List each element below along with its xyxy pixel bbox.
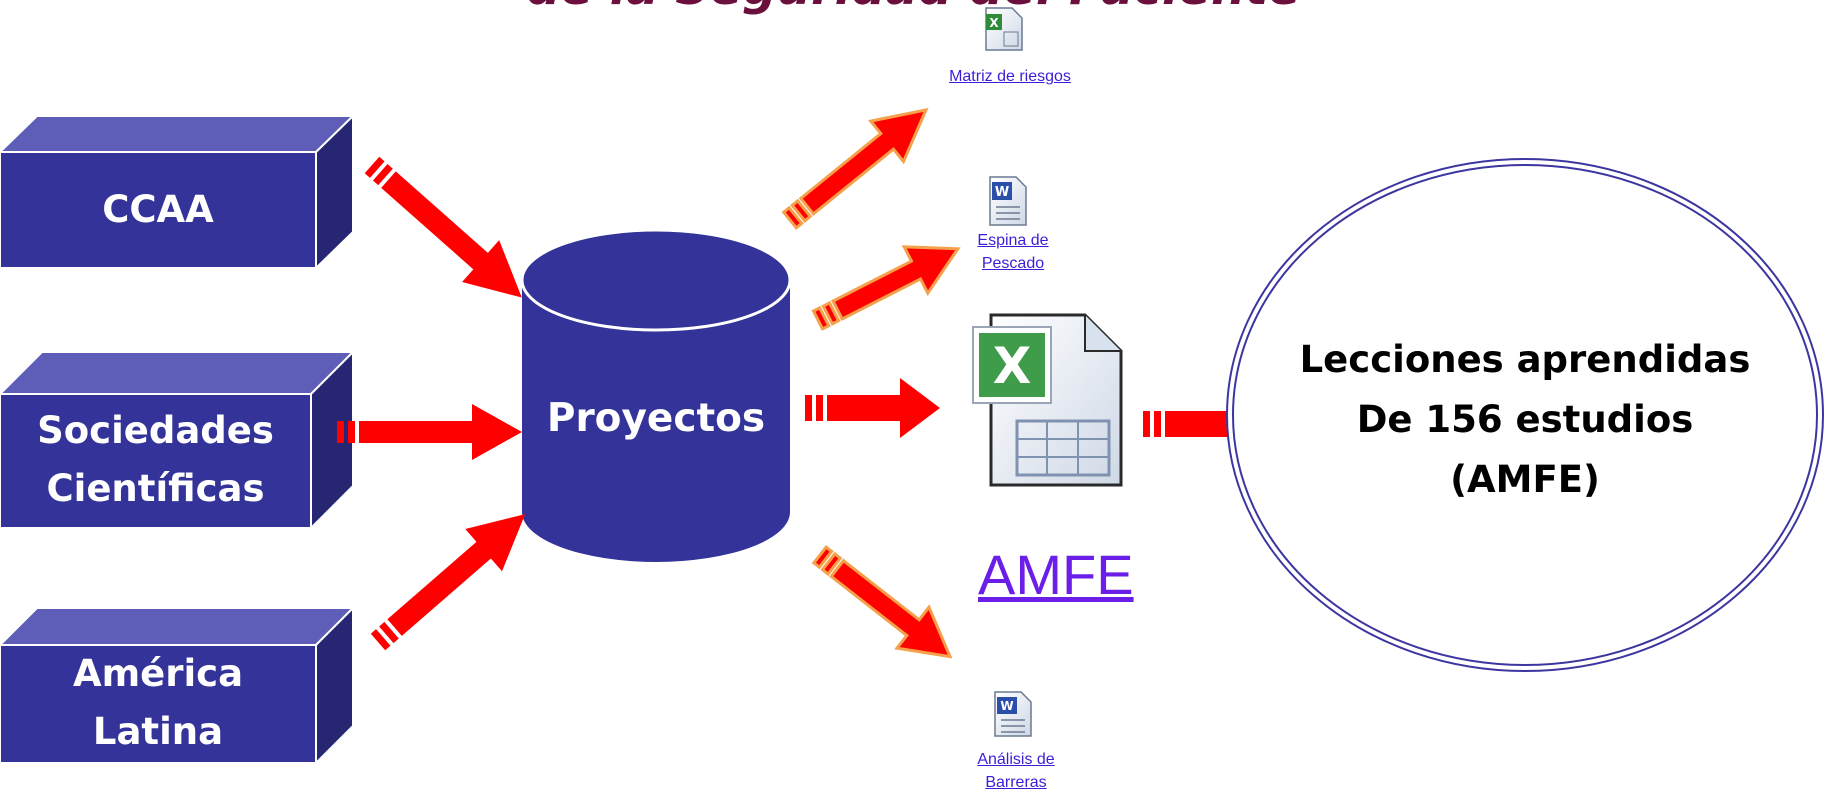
arrow-hub-to-espina <box>811 245 961 331</box>
svg-text:X: X <box>989 16 999 30</box>
source-label-america: América Latina <box>72 652 244 753</box>
arrow-hub-to-amfe <box>805 378 940 438</box>
source-label-sociedades: Sociedades Científicas <box>37 409 274 510</box>
page-title: de la Seguridad del Paciente <box>0 0 1827 16</box>
cylinder-proyectos <box>520 228 792 562</box>
link-amfe[interactable]: AMFE <box>978 543 1134 606</box>
link-espina-pescado[interactable]: Espina de Pescado <box>977 232 1049 272</box>
arrow-america-to-hub <box>370 514 526 651</box>
svg-text:W: W <box>1000 699 1013 713</box>
link-analisis-barreras[interactable]: Análisis de Barreras <box>977 751 1055 791</box>
link-matriz-riesgos[interactable]: Matriz de riesgos <box>949 68 1071 85</box>
excel-file-icon[interactable]: X <box>985 7 1023 51</box>
box-sociedades <box>0 349 356 531</box>
hub-label: Proyectos <box>546 396 766 441</box>
word-file-icon[interactable]: W <box>989 176 1027 226</box>
box-ccaa <box>0 113 356 271</box>
arrow-sociedades-to-hub <box>337 404 522 460</box>
svg-text:W: W <box>995 185 1009 200</box>
source-label-ccaa: CCAA <box>102 188 214 231</box>
arrow-ccaa-to-hub <box>364 156 522 298</box>
svg-text:X: X <box>993 337 1032 395</box>
excel-file-icon[interactable]: X <box>972 313 1123 487</box>
result-oval <box>1226 158 1824 672</box>
box-america <box>0 605 356 766</box>
word-file-icon[interactable]: W <box>994 691 1032 737</box>
result-label: Lecciones aprendidas De 156 estudios (AM… <box>1299 338 1751 501</box>
arrow-hub-to-matriz <box>781 107 929 230</box>
arrow-hub-to-barreras <box>811 545 953 659</box>
